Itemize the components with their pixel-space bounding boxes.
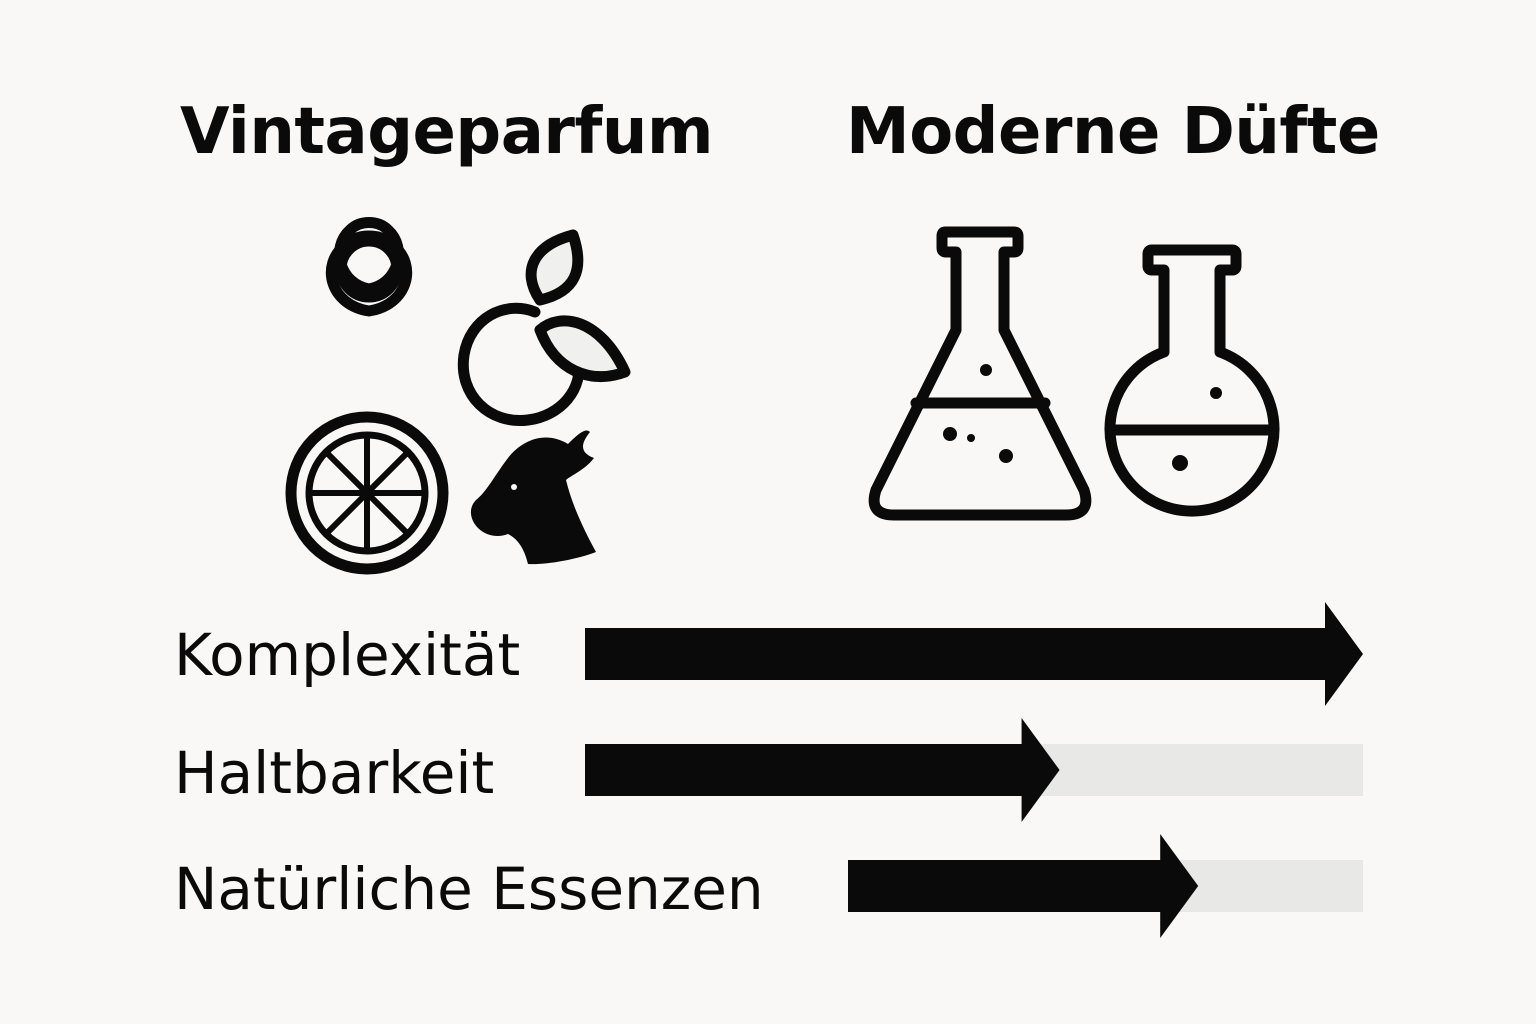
- modern-heading: Moderne Düfte: [846, 95, 1380, 169]
- bar-arrow: [848, 834, 1199, 938]
- bar-row-haltbarkeit: [585, 718, 1363, 822]
- animal-head-icon: [470, 430, 596, 565]
- icon-area: [285, 217, 1280, 575]
- fruit-icon: [457, 229, 631, 427]
- vintage-heading: Vintageparfum: [180, 95, 714, 169]
- erlenmeyer-flask-icon: [868, 226, 1092, 521]
- round-flask-icon: [1104, 244, 1280, 517]
- bar-row-komplexitaet: [585, 602, 1363, 706]
- row-label-natuerliche-essenzen: Natürliche Essenzen: [174, 855, 764, 923]
- row-label-komplexitaet: Komplexität: [174, 621, 521, 689]
- flower-petals: [325, 230, 413, 317]
- erlenmeyer-bubbles: [943, 364, 1013, 463]
- round-flask-bubbles: [1172, 387, 1222, 471]
- bar-arrow: [585, 602, 1363, 706]
- bar-row-natuerliche-essenzen: [848, 834, 1363, 938]
- citrus-slice-icon: [285, 411, 449, 575]
- row-label-haltbarkeit: Haltbarkeit: [174, 739, 495, 807]
- bar-arrow: [585, 718, 1060, 822]
